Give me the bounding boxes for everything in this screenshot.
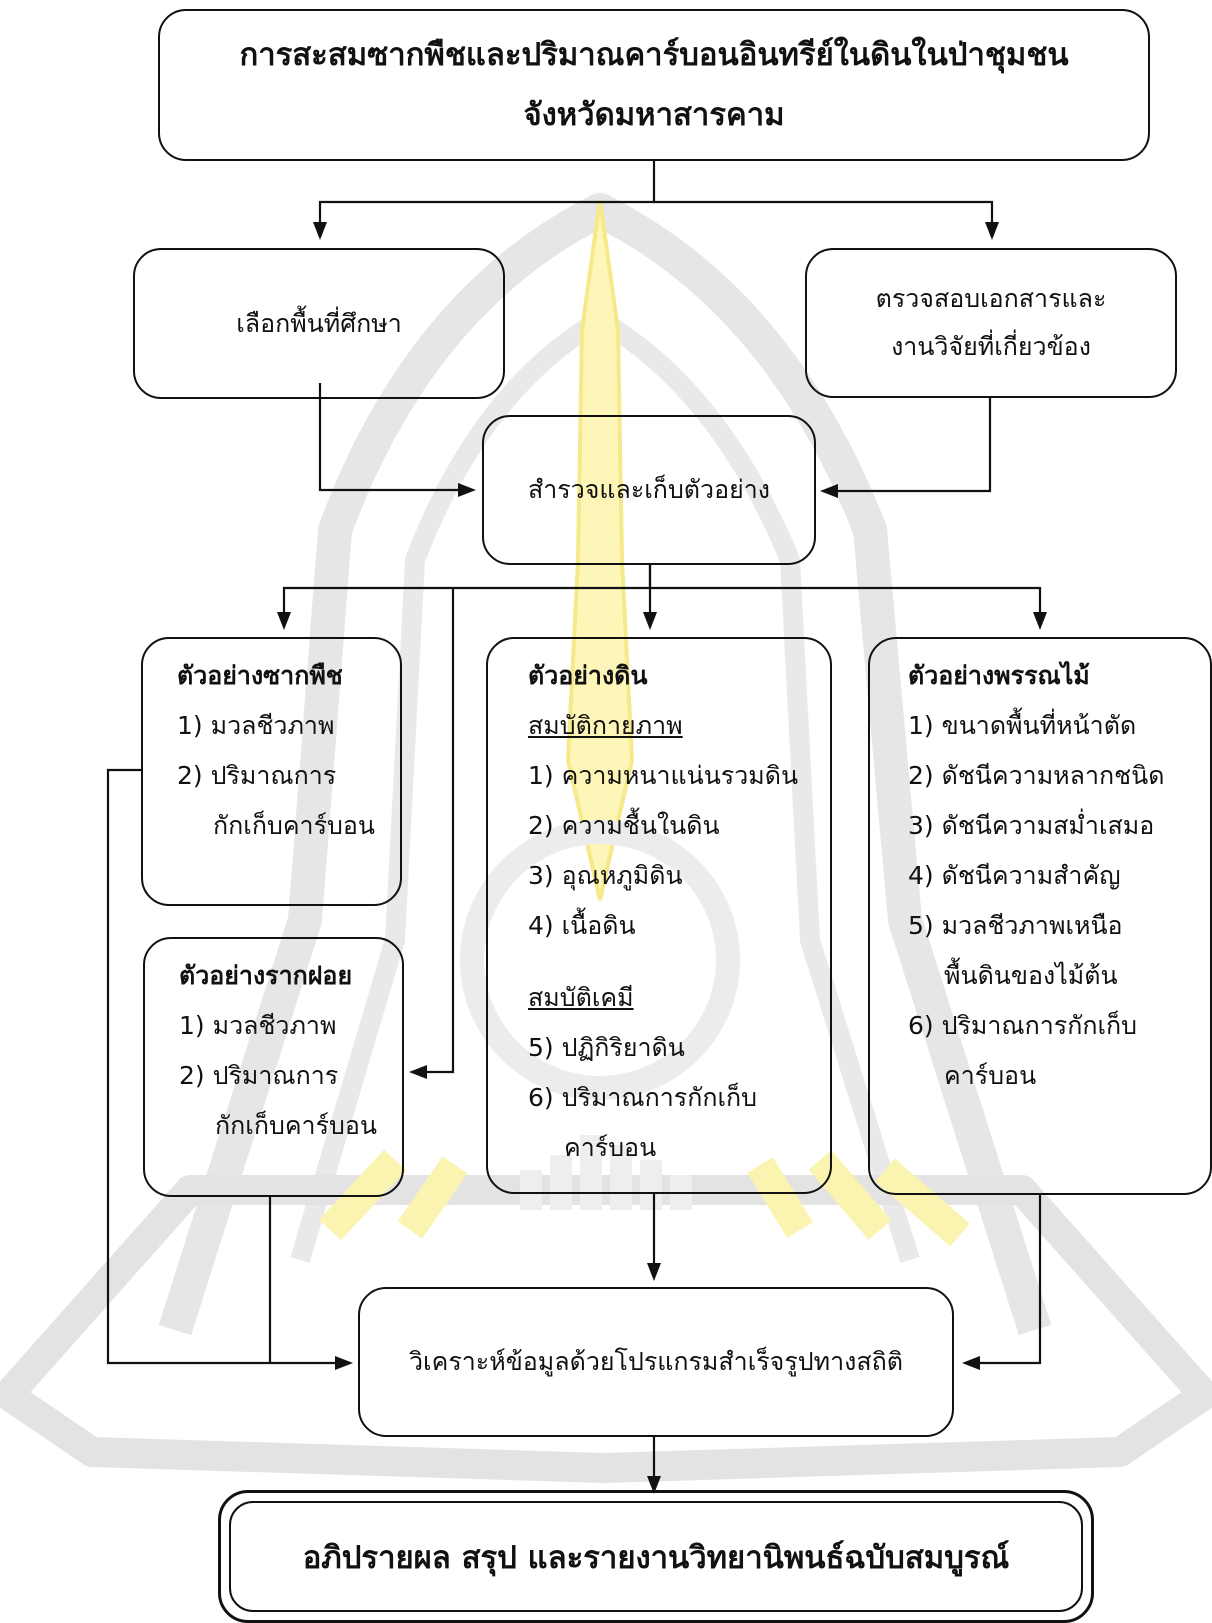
soil-chemical-heading: สมบัติเคมี [528,983,634,1012]
vegetation-item-4: 4) ดัชนีความสำคัญ [908,861,1121,890]
literature-line-2: งานวิจัยที่เกี่ยวข้อง [891,332,1091,361]
connector-survey-to-vegetation [650,586,1042,618]
select-area-label: เลือกพื้นที่ศึกษา [236,308,402,338]
conclusion-label: อภิปรายผล สรุป และรายงานวิทยานิพนธ์ฉบับส… [302,1539,1010,1576]
roots-heading: ตัวอย่างรากฝอย [179,961,353,990]
roots-item-2-cont: กักเก็บคาร์บอน [215,1111,377,1140]
litter-item-2-cont: กักเก็บคาร์บอน [213,811,375,840]
vegetation-item-5: 5) มวลชีวภาพเหนือ [908,911,1123,940]
connector-survey-to-litter [282,565,652,618]
vegetation-item-6-cont: คาร์บอน [944,1061,1037,1090]
literature-box: ตรวจสอบเอกสารและ งานวิจัยที่เกี่ยวข้อง [805,248,1177,398]
arrowhead-survey-left [458,483,476,497]
select-area-box: เลือกพื้นที่ศึกษา [133,248,505,399]
arrowhead-litter [277,612,291,630]
soil-item-5: 5) ปฏิกิริยาดิน [528,1033,685,1062]
vegetation-item-5-cont: พื้นดินของไม้ต้น [944,961,1118,990]
soil-item-3: 3) อุณหภูมิดิน [528,861,683,890]
title-line-1: การสะสมซากพืชและปริมาณคาร์บอนอินทรีย์ในด… [239,37,1069,73]
literature-line-1: ตรวจสอบเอกสารและ [875,284,1107,313]
root-sample-box: ตัวอย่างรากฝอย 1) มวลชีวภาพ 2) ปริมาณการ… [143,937,404,1197]
arrowhead-literature [985,222,999,240]
soil-item-1: 1) ความหนาแน่นรวมดิน [528,761,799,790]
arrowhead-survey-right [820,484,838,498]
connector-title-to-literature [654,200,994,232]
soil-item-6-cont: คาร์บอน [564,1133,657,1162]
litter-heading: ตัวอย่างซากพืช [177,661,343,690]
connector-title-to-select-area [318,160,656,232]
arrowhead-conclusion [647,1476,661,1494]
conclusion-inner-frame: อภิปรายผล สรุป และรายงานวิทยานิพนธ์ฉบับส… [229,1501,1083,1612]
title-line-2: จังหวัดมหาสารคาม [523,97,785,133]
arrowhead-vegetation [1033,612,1047,630]
roots-item-2: 2) ปริมาณการ [179,1061,339,1090]
soil-item-6: 6) ปริมาณการกักเก็บ [528,1083,758,1112]
connector-vegetation-to-analysis [972,1195,1042,1365]
arrowhead-analysis-left [335,1356,353,1370]
survey-label: สำรวจและเก็บตัวอย่าง [527,475,770,504]
analysis-box: วิเคราะห์ข้อมูลด้วยโปรแกรมสำเร็จรูปทางสถ… [358,1287,954,1437]
connector-survey-to-roots [420,588,455,1074]
soil-item-2: 2) ความชื้นในดิน [528,811,720,840]
vegetation-item-1: 1) ขนาดพื้นที่หน้าตัด [908,711,1137,740]
connector-litter-to-analysis [106,768,342,1365]
litter-item-2: 2) ปริมาณการ [177,761,337,790]
arrowhead-analysis-right [962,1356,980,1370]
arrowhead-analysis-top [647,1263,661,1281]
vegetation-item-3: 3) ดัชนีความสม่ำเสมอ [908,811,1155,840]
analysis-label: วิเคราะห์ข้อมูลด้วยโปรแกรมสำเร็จรูปทางสถ… [409,1347,903,1376]
survey-box: สำรวจและเก็บตัวอย่าง [482,415,816,565]
litter-sample-box: ตัวอย่างซากพืช 1) มวลชีวภาพ 2) ปริมาณการ… [141,637,402,906]
litter-item-1: 1) มวลชีวภาพ [177,711,335,740]
title-box: การสะสมซากพืชและปริมาณคาร์บอนอินทรีย์ในด… [158,9,1150,161]
conclusion-box: อภิปรายผล สรุป และรายงานวิทยานิพนธ์ฉบับส… [218,1490,1094,1623]
soil-item-4: 4) เนื้อดิน [528,911,636,940]
arrowhead-soil [643,612,657,630]
soil-heading: ตัวอย่างดิน [528,661,648,690]
arrowhead-select-area [313,222,327,240]
soil-sample-box: ตัวอย่างดิน สมบัติกายภาพ 1) ความหนาแน่นร… [486,637,832,1194]
vegetation-heading: ตัวอย่างพรรณไม้ [908,661,1090,690]
arrowhead-roots [409,1065,427,1079]
vegetation-item-6: 6) ปริมาณการกักเก็บ [908,1011,1138,1040]
vegetation-item-2: 2) ดัชนีความหลากชนิด [908,761,1165,790]
roots-item-1: 1) มวลชีวภาพ [179,1011,337,1040]
connector-literature-to-survey [830,398,992,493]
soil-physical-heading: สมบัติกายภาพ [528,711,683,740]
connector-select-area-to-survey [318,383,466,492]
vegetation-sample-box: ตัวอย่างพรรณไม้ 1) ขนาดพื้นที่หน้าตัด 2)… [868,637,1212,1195]
